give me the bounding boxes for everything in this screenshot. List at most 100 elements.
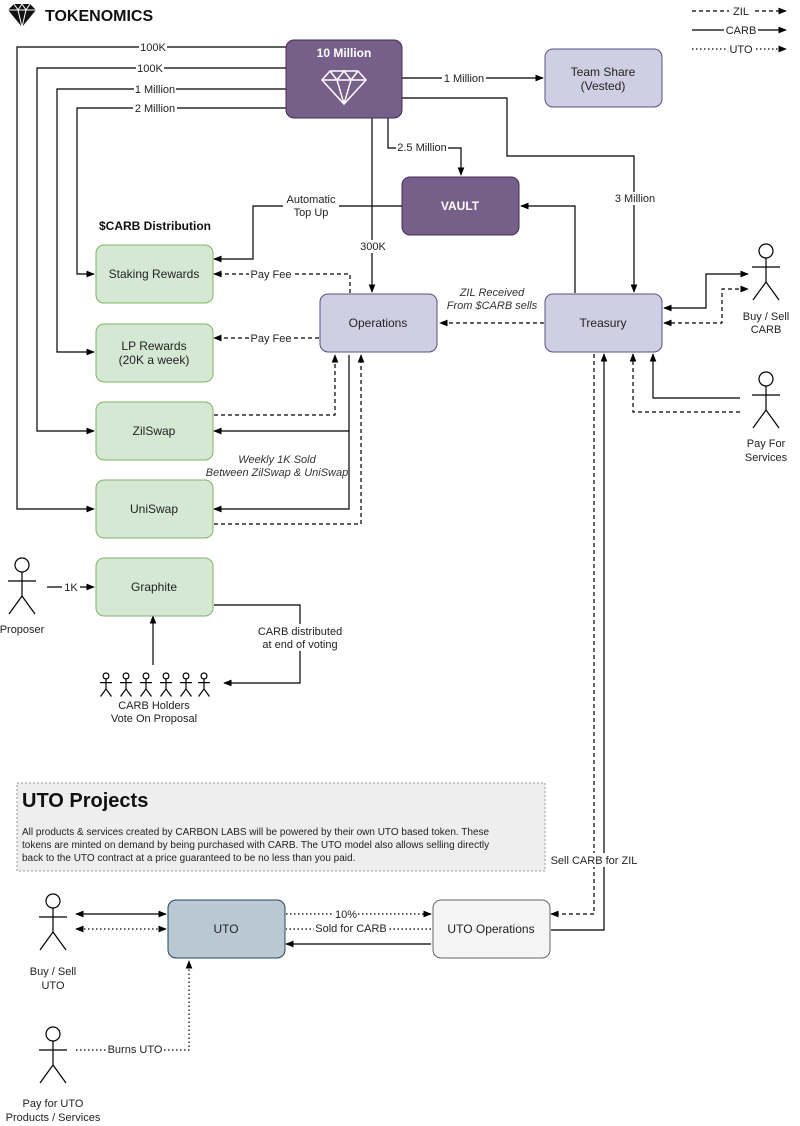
node-zilswap: ZilSwap bbox=[95, 401, 214, 461]
legend-uto: UTO bbox=[729, 44, 752, 56]
actor-holder-icon bbox=[198, 672, 210, 697]
actor-pay-services-icon bbox=[752, 371, 780, 429]
diamond-icon bbox=[320, 69, 368, 106]
node-uniswap: UniSwap bbox=[95, 479, 214, 539]
edge-services-treasury bbox=[649, 353, 740, 399]
label-burns-uto: Burns UTO bbox=[108, 1044, 163, 1056]
legend-carb: CARB bbox=[726, 25, 757, 37]
node-graphite: Graphite bbox=[95, 557, 214, 617]
edge-operations-uniswap bbox=[213, 431, 350, 513]
edge-uniswap-operations bbox=[214, 354, 365, 525]
node-treasury: Treasury bbox=[544, 293, 663, 353]
svg-text:UTO Operations: UTO Operations bbox=[447, 922, 534, 936]
label-pay-fee-staking: Pay Fee bbox=[251, 269, 292, 281]
uto-projects-note: UTO Projects All products & services cre… bbox=[16, 782, 546, 872]
actor-holders-label-1: CARB Holders bbox=[118, 700, 190, 712]
actor-buysell-uto-label-1: Buy / Sell bbox=[30, 966, 76, 978]
legend: ZIL CARB UTO bbox=[692, 4, 787, 56]
edge-zilswap-operations bbox=[214, 354, 339, 416]
actor-holder-icon bbox=[100, 672, 112, 697]
uto-projects-title: UTO Projects bbox=[22, 790, 148, 812]
actor-pay-uto-icon bbox=[39, 1026, 67, 1084]
svg-text:Staking Rewards: Staking Rewards bbox=[109, 267, 200, 281]
actor-proposer-icon bbox=[8, 557, 36, 615]
edge-payuto-uto bbox=[76, 960, 193, 1051]
uto-projects-line-3: back to the UTO contract at a price guar… bbox=[22, 853, 355, 864]
legend-zil: ZIL bbox=[733, 6, 749, 18]
svg-text:ZilSwap: ZilSwap bbox=[133, 424, 176, 438]
uto-projects-line-1: All products & services created by CARBO… bbox=[22, 827, 490, 838]
label-1k: 1K bbox=[64, 582, 78, 594]
label-zil-received-2: From $CARB sells bbox=[447, 300, 538, 312]
edge-labels: 100K 100K 1 Million 2 Million 1 Million … bbox=[62, 41, 657, 1056]
label-2-5m-vault: 2.5 Million bbox=[397, 142, 447, 154]
svg-text:Treasury: Treasury bbox=[580, 316, 627, 330]
edge-treasury-buysell-zil bbox=[663, 285, 749, 327]
label-2m-staking: 2 Million bbox=[135, 103, 175, 115]
uto-projects-line-2: tokens are minted on demand by being pur… bbox=[22, 840, 489, 851]
svg-text:Operations: Operations bbox=[349, 316, 408, 330]
svg-text:UTO: UTO bbox=[213, 922, 238, 936]
node-lp-rewards: LP Rewards (20K a week) bbox=[95, 323, 214, 383]
label-300k: 300K bbox=[360, 241, 386, 253]
actors bbox=[8, 243, 780, 1084]
actor-buysell-carb-label-2: CARB bbox=[751, 324, 782, 336]
edge-treasury-vault bbox=[520, 202, 576, 293]
svg-text:UniSwap: UniSwap bbox=[130, 502, 178, 516]
edge-operations-zilswap bbox=[213, 355, 350, 435]
label-weekly-sold-2: Between ZilSwap & UniSwap bbox=[206, 467, 348, 479]
svg-text:VAULT: VAULT bbox=[441, 199, 480, 213]
node-staking-rewards: Staking Rewards bbox=[95, 244, 214, 304]
page-title: TOKENOMICS bbox=[45, 8, 153, 25]
label-zil-received-1: ZIL Received bbox=[459, 287, 525, 299]
node-uto-operations: UTO Operations bbox=[432, 899, 551, 959]
edge-utoops-treasury bbox=[551, 353, 608, 931]
actor-buysell-uto-icon bbox=[39, 893, 67, 951]
edge-treasury-buysell bbox=[663, 270, 749, 312]
label-1m-lp: 1 Million bbox=[135, 84, 175, 96]
diamond-icon bbox=[8, 3, 36, 28]
actor-holders-label-2: Vote On Proposal bbox=[111, 713, 197, 725]
label-3m-treasury: 3 Million bbox=[615, 193, 655, 205]
actor-buysell-carb-label-1: Buy / Sell bbox=[743, 311, 789, 323]
node-team-share: Team Share (Vested) bbox=[544, 48, 663, 108]
actor-holder-icon bbox=[120, 672, 132, 697]
edge-treasury-utoops bbox=[550, 354, 595, 918]
label-pay-fee-lp: Pay Fee bbox=[251, 333, 292, 345]
label-10-pct: 10% bbox=[335, 909, 357, 921]
supply-label: 10 Million bbox=[317, 46, 372, 60]
label-carb-distributed-1: CARB distributed bbox=[258, 626, 342, 638]
label-sold-for-carb: Sold for CARB bbox=[315, 923, 387, 935]
svg-text:LP Rewards: LP Rewards bbox=[121, 339, 186, 353]
svg-text:(20K a week): (20K a week) bbox=[119, 353, 190, 367]
label-100k-zilswap: 100K bbox=[137, 63, 163, 75]
actor-holder-icon bbox=[140, 672, 152, 697]
actor-proposer-label: Proposer bbox=[0, 624, 45, 636]
svg-text:(Vested): (Vested) bbox=[581, 79, 626, 93]
actor-buysell-uto-label-2: UTO bbox=[41, 980, 64, 992]
label-auto-topup-2: Top Up bbox=[294, 207, 329, 219]
actor-services-label-2: Services bbox=[745, 452, 788, 464]
label-100k-uniswap: 100K bbox=[140, 42, 166, 54]
node-operations: Operations bbox=[319, 293, 438, 353]
node-uto: UTO bbox=[167, 899, 286, 959]
edge-supply-staking bbox=[76, 107, 286, 278]
label-sell-carb: Sell CARB for ZIL bbox=[551, 855, 638, 867]
actor-holder-icon bbox=[180, 672, 192, 697]
node-vault: VAULT bbox=[401, 176, 520, 236]
actor-holder-icon bbox=[160, 672, 172, 697]
label-carb-distributed-2: at end of voting bbox=[262, 639, 337, 651]
label-weekly-sold-1: Weekly 1K Sold bbox=[238, 454, 316, 466]
label-auto-topup-1: Automatic bbox=[287, 194, 336, 206]
svg-text:Team Share: Team Share bbox=[571, 65, 636, 79]
distribution-title: $CARB Distribution bbox=[99, 219, 211, 233]
actor-pay-uto-label-2: Products / Services bbox=[6, 1112, 101, 1124]
actor-buysell-carb-icon bbox=[752, 243, 780, 301]
node-supply: 10 Million bbox=[285, 39, 403, 119]
actor-pay-uto-label-1: Pay for UTO bbox=[23, 1098, 84, 1110]
svg-text:Graphite: Graphite bbox=[131, 580, 177, 594]
actor-services-label-1: Pay For bbox=[747, 438, 786, 450]
edge-services-treasury-zil bbox=[629, 353, 740, 413]
label-1m-team: 1 Million bbox=[444, 73, 484, 85]
